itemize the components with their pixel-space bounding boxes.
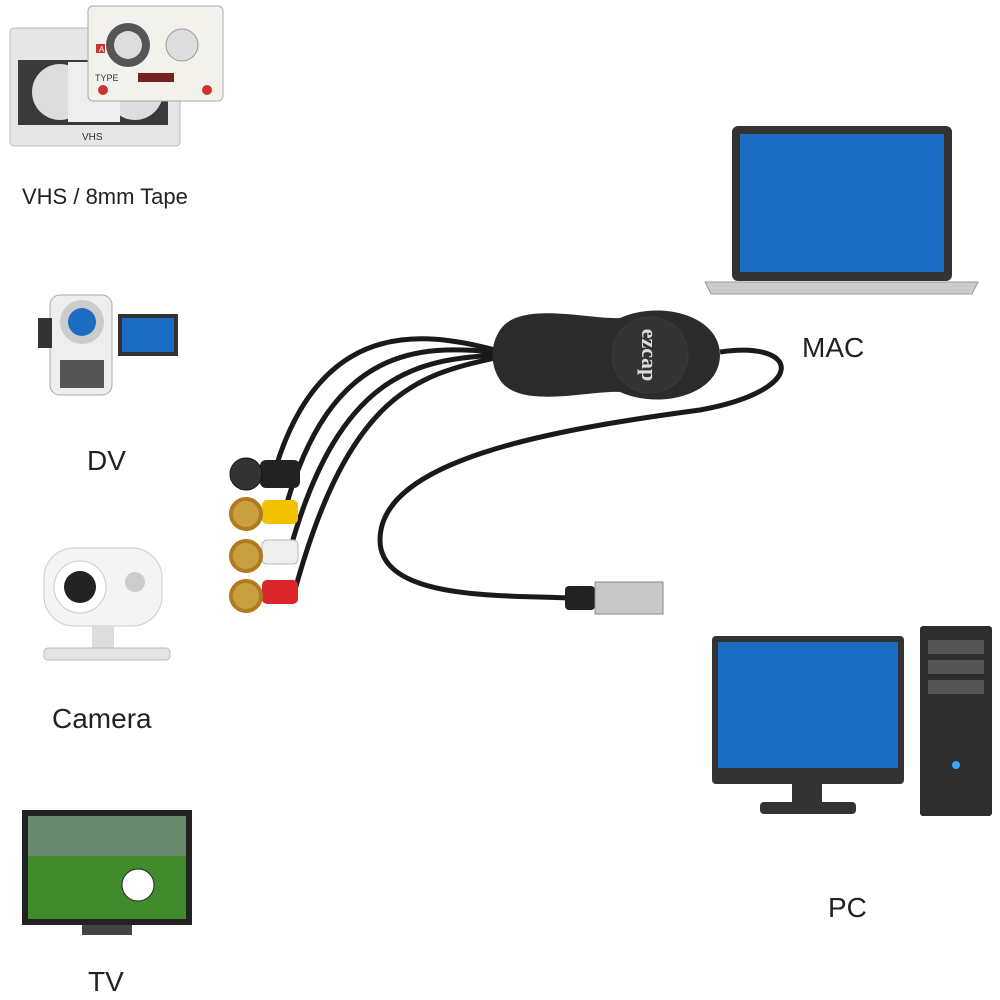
vhs-cassette-icon: A TYPE VHS <box>9 5 224 147</box>
rca-yellow-connector <box>229 497 298 531</box>
side-a-text: A <box>99 45 105 54</box>
label-tv: TV <box>88 966 124 997</box>
brand-logo: ezcap <box>637 329 662 382</box>
label-pc: PC <box>828 892 867 923</box>
type-text: TYPE <box>95 73 119 83</box>
rca-white-connector <box>229 539 299 573</box>
camcorder-icon <box>38 294 178 396</box>
label-camera: Camera <box>52 703 152 734</box>
svideo-connector <box>229 457 300 491</box>
capture-cable <box>272 336 784 601</box>
tv-icon <box>22 810 192 935</box>
label-dv: DV <box>87 445 126 476</box>
label-vhs-tape: VHS / 8mm Tape <box>22 184 188 209</box>
rca-red-connector <box>229 579 298 613</box>
vhs-text: VHS <box>82 132 103 143</box>
ezcap-capture-device: ezcap <box>492 310 720 400</box>
label-mac: MAC <box>802 332 865 363</box>
usb-connector <box>565 581 664 615</box>
security-camera-icon <box>43 547 171 661</box>
laptop-icon <box>704 126 979 295</box>
desktop-pc-icon <box>712 626 992 816</box>
